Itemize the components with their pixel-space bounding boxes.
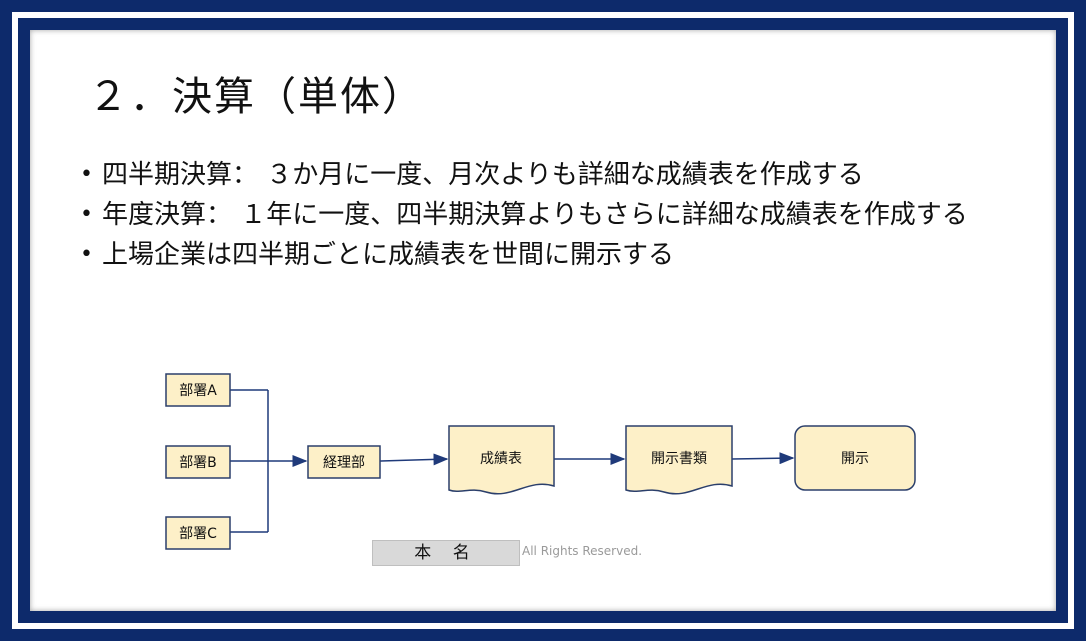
bullet-item: 上場企業は四半期ごとに成績表を世間に開示する bbox=[80, 238, 980, 272]
footer-rights: All Rights Reserved. bbox=[522, 544, 643, 558]
node-dept-a: 部署A bbox=[165, 373, 231, 407]
node-dept-c-label: 部署C bbox=[179, 526, 217, 542]
connector-lines bbox=[230, 389, 795, 533]
footer-name-box: 本 名 bbox=[372, 540, 520, 566]
node-accounting-label: 経理部 bbox=[323, 455, 365, 471]
node-dept-b-label: 部署B bbox=[179, 455, 217, 471]
node-dept-b: 部署B bbox=[165, 445, 231, 479]
node-report: 成績表 bbox=[448, 425, 555, 495]
slide bbox=[30, 30, 1056, 611]
node-disclosure-doc-label: 開示書類 bbox=[651, 451, 707, 467]
node-disclosure-label: 開示 bbox=[841, 451, 869, 467]
node-dept-c: 部署C bbox=[165, 516, 231, 550]
node-disclosure-doc: 開示書類 bbox=[625, 425, 733, 495]
node-dept-a-label: 部署A bbox=[179, 383, 217, 399]
bullet-item: 四半期決算： ３か月に一度、月次よりも詳細な成績表を作成する bbox=[80, 158, 980, 192]
slide-title: ２．決算（単体） bbox=[88, 74, 424, 120]
bullet-list: 四半期決算： ３か月に一度、月次よりも詳細な成績表を作成する 年度決算： １年に… bbox=[80, 158, 980, 278]
bullet-item: 年度決算： １年に一度、四半期決算よりもさらに詳細な成績表を作成する bbox=[80, 198, 980, 232]
arrow-doc-to-disclosure bbox=[731, 452, 795, 465]
arrow-accounting-to-report bbox=[379, 453, 449, 466]
node-accounting: 経理部 bbox=[307, 445, 381, 479]
node-report-label: 成績表 bbox=[480, 451, 522, 467]
node-disclosure: 開示 bbox=[794, 425, 916, 491]
